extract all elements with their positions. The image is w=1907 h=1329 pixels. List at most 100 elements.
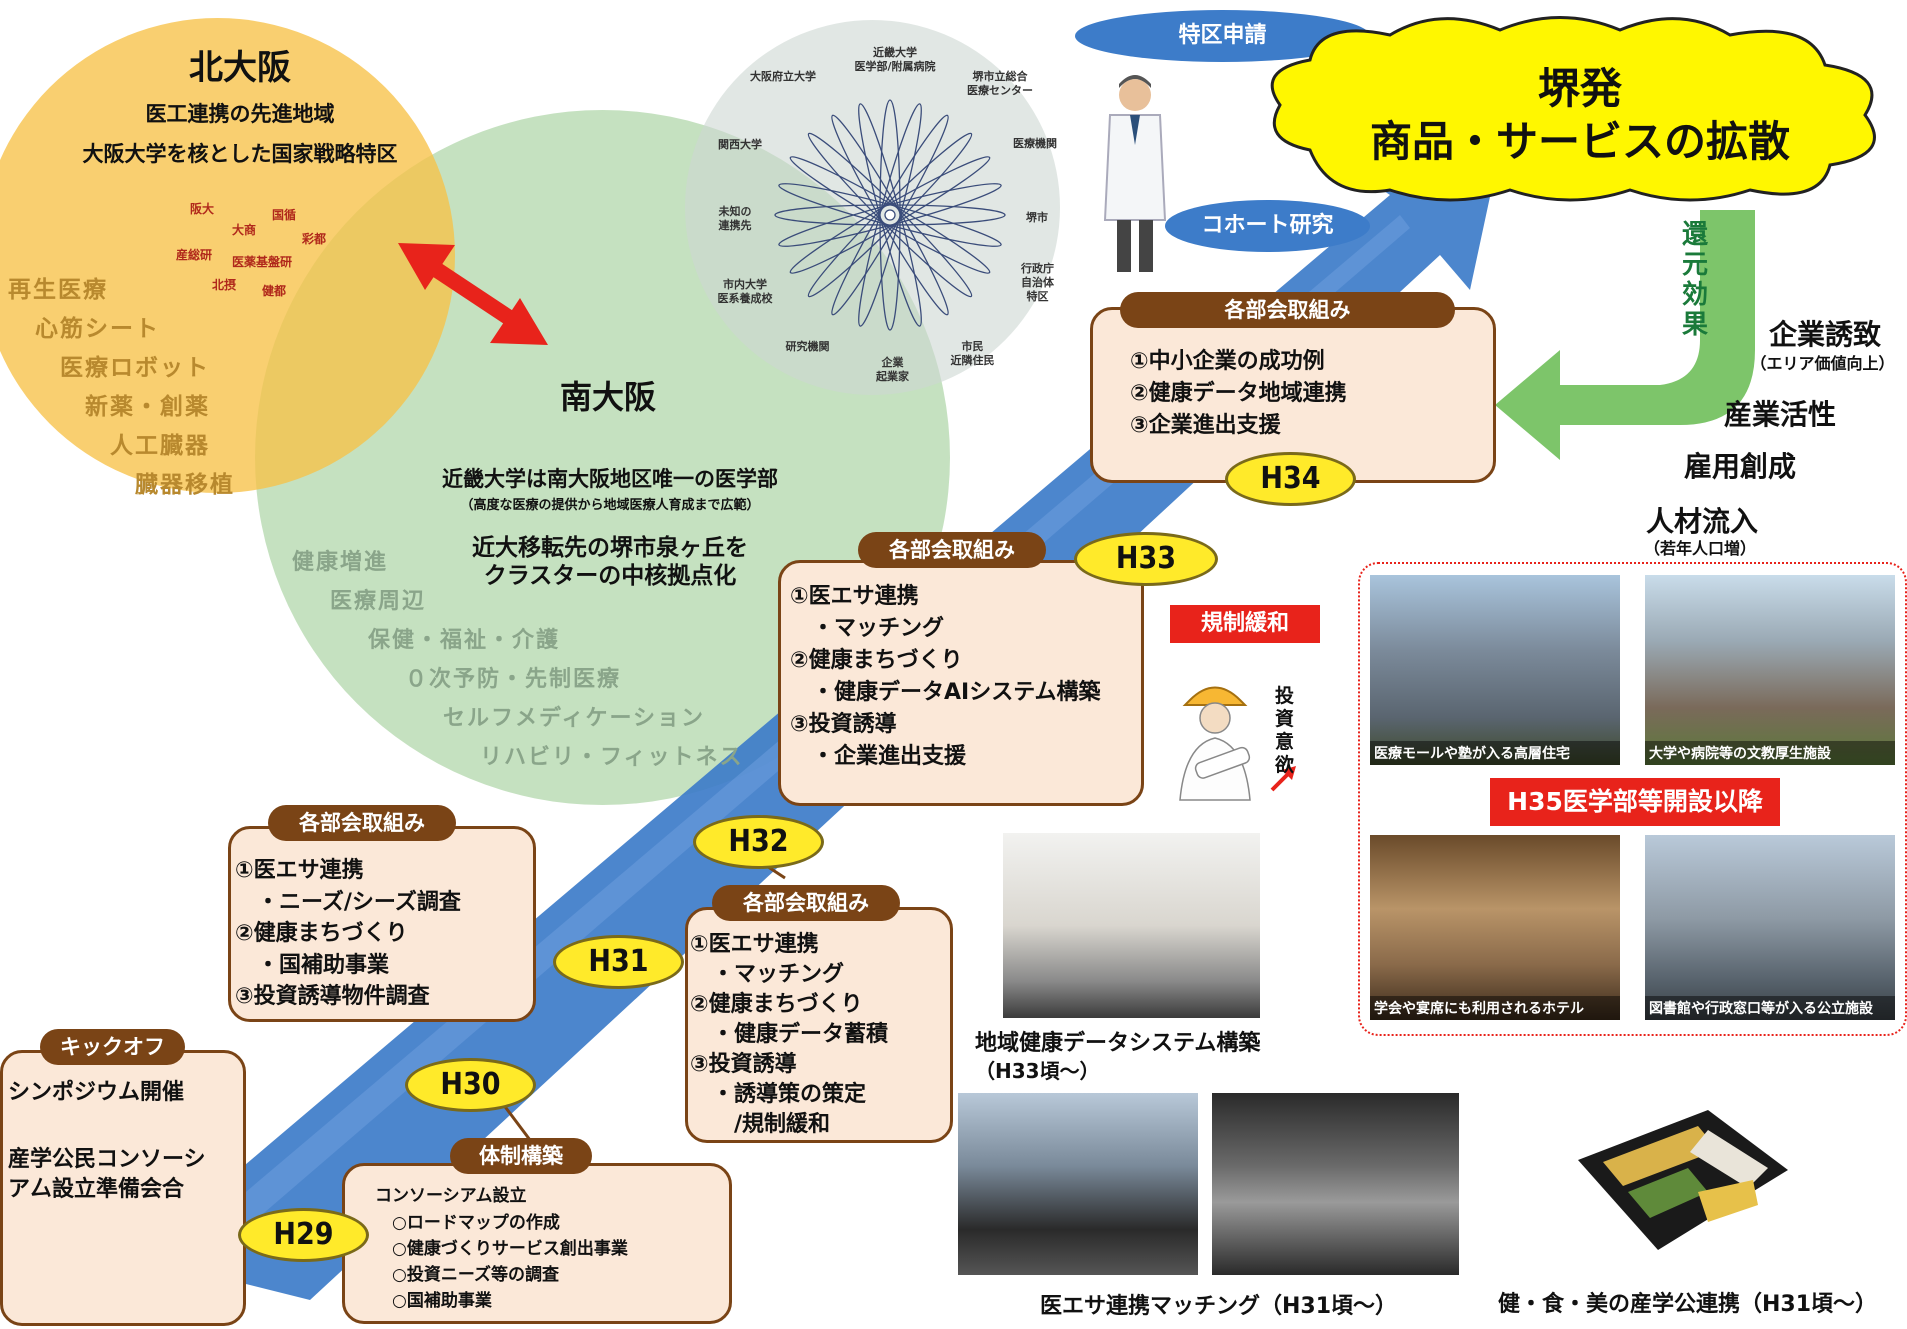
node-osaka-pref-univ: 大阪府立大学: [750, 70, 816, 83]
h32-box: [685, 907, 953, 1143]
south-field-2: 医療周辺: [330, 589, 427, 614]
red-double-arrow: [398, 243, 548, 345]
h34-line-1: ①中小企業の成功例: [1130, 349, 1325, 374]
south-field-3: 保健・福祉・介護: [368, 628, 561, 653]
effect-2-main: 産業活性: [1723, 398, 1836, 431]
h31-line-2: ・ニーズ/シーズ調査: [235, 890, 461, 915]
north-title: 北大阪: [189, 48, 291, 88]
network-circle: [685, 20, 1060, 395]
h32-line-4: ・健康データ蓄積: [690, 1022, 889, 1047]
org-hokusetsu: 北摂: [212, 278, 237, 292]
h34-line-2: ②健康データ地域連携: [1130, 381, 1347, 406]
north-osaka-circle: [0, 18, 455, 493]
h32-line-2: ・マッチング: [690, 962, 845, 987]
north-field-1: 再生医療: [8, 277, 108, 303]
taisei-line-4: ○投資ニーズ等の調査: [375, 1265, 559, 1285]
org-sansoken: 産総研: [176, 248, 213, 262]
h31-header: 各部会取組み: [268, 805, 456, 841]
effect-4-sub: （若年人口増）: [1643, 539, 1756, 558]
h31-box: [228, 826, 536, 1022]
taisei-line-1: コンソーシアム設立: [375, 1186, 527, 1206]
photo-hotel-caption: 学会や宴席にも利用されるホテル: [1370, 996, 1620, 1020]
node-citizens: 市民 近隣住民: [950, 340, 995, 367]
effect-3-main: 雇用創成: [1683, 450, 1796, 483]
photo-education: 大学や病院等の文教厚生施設: [1645, 575, 1895, 765]
h31-line-1: ①医エサ連携: [235, 858, 364, 883]
cloud-title: 堺発: [1537, 64, 1622, 113]
taisei-line-2: ○ロードマップの作成: [375, 1213, 560, 1233]
photo-smartdrip: [1003, 833, 1260, 1018]
year-h30: H30: [405, 1058, 536, 1112]
h34-header: 各部会取組み: [1120, 292, 1455, 328]
caption-health-data-sub: （H33頃～）: [975, 1059, 1100, 1083]
south-line1: 近畿大学は南大阪地区唯一の医学部: [442, 467, 778, 491]
kickoff-line-1: シンポジウム開催: [8, 1080, 185, 1105]
north-field-4: 新薬・創薬: [85, 394, 210, 420]
caption-food: 健・食・美の産学公連携（H31頃～）: [1498, 1292, 1878, 1317]
effect-4-main: 人材流入: [1645, 505, 1758, 538]
photo-highrise-caption: 医療モールや塾が入る高層住宅: [1370, 741, 1620, 765]
photo-device: [1212, 1093, 1459, 1275]
h32-header: 各部会取組み: [712, 885, 900, 921]
effect-1-sub: （エリア価値向上）: [1750, 354, 1895, 373]
kickoff-line-3: 産学公民コンソーシ: [8, 1147, 206, 1172]
year-h34: H34: [1225, 452, 1356, 506]
south-field-5: セルフメディケーション: [443, 706, 706, 731]
taisei-line-3: ○健康づくりサービス創出事業: [375, 1239, 628, 1259]
node-companies: 企業 起業家: [876, 356, 909, 383]
org-kokujun: 国循: [272, 208, 297, 222]
h31-line-3: ②健康まちづくり: [235, 921, 408, 946]
worker-icon: [1179, 686, 1251, 801]
kickoff-header: キックオフ: [40, 1029, 185, 1065]
south-field-4: ０次予防・先制医療: [405, 667, 622, 692]
h33-box: [778, 560, 1144, 806]
kickoff-line-4: ア厶設立準備会合: [8, 1177, 185, 1202]
h33-line-1: ①医エサ連携: [790, 584, 919, 609]
photo-hotel: 学会や宴席にも利用されるホテル: [1370, 835, 1620, 1020]
node-research: 研究機関: [785, 340, 830, 353]
south-field-1: 健康増進: [292, 550, 389, 575]
org-kento: 健都: [262, 284, 287, 298]
h33-line-2: ・マッチング: [790, 616, 945, 641]
org-handai: 阪大: [190, 202, 215, 216]
photo-public: 図書館や行政窓口等が入る公立施設: [1645, 835, 1895, 1020]
doctor-icon: [1103, 75, 1167, 272]
north-field-3: 医療ロボット: [60, 355, 210, 381]
north-line2: 大阪大学を核とした国家戦略特区: [82, 142, 398, 166]
south-line3: 近大移転先の堺市泉ヶ丘を: [472, 535, 748, 561]
caption-matching: 医エサ連携マッチング（H31頃～）: [1040, 1294, 1398, 1319]
return-arrow: [1495, 210, 1755, 460]
node-medical-institution: 医療機関: [1013, 137, 1057, 150]
h33-line-3: ②健康まちづくり: [790, 648, 963, 673]
north-line1: 医工連携の先進地域: [145, 102, 335, 126]
node-sakai-medical-center: 堺市立総合 医療センター: [967, 70, 1033, 97]
effect-1-main: 企業誘致: [1768, 318, 1881, 351]
photo-public-caption: 図書館や行政窓口等が入る公立施設: [1645, 996, 1895, 1020]
h32-line-6: ・誘導策の策定: [690, 1082, 867, 1107]
h32-line-7: /規制緩和: [690, 1112, 831, 1137]
h35-label: H35医学部等開設以降: [1490, 778, 1780, 826]
photo-exhibition: [958, 1093, 1198, 1275]
caption-health-data: 地域健康データシステム構築: [975, 1031, 1261, 1056]
node-kansai-univ: 関西大学: [718, 138, 762, 151]
cloud-subtitle: 商品・サービスの拡散: [1369, 117, 1790, 166]
photo-bento: [1558, 1100, 1798, 1270]
h31-line-4: ・国補助事業: [235, 953, 390, 978]
invest-label: 投資意欲: [1275, 685, 1295, 776]
h33-header: 各部会取組み: [858, 532, 1046, 568]
south-field-6: リハビリ・フィットネス: [480, 745, 744, 770]
bubble-cohort: コホート研究: [1165, 200, 1370, 252]
node-city-univ: 市内大学 医系養成校: [717, 278, 773, 305]
h31-line-5: ③投資誘導物件調査: [235, 984, 430, 1009]
north-field-2: 心筋シート: [35, 316, 160, 342]
node-unknown: 未知の 連携先: [718, 205, 752, 232]
year-h33: H33: [1074, 532, 1218, 586]
h34-line-3: ③企業進出支援: [1130, 413, 1281, 438]
h33-line-4: ・健康データAIシステム構築: [790, 680, 1101, 705]
south-title: 南大阪: [560, 378, 657, 416]
h35-frame: [1358, 562, 1907, 1036]
kickoff-box: [0, 1050, 246, 1326]
year-h32: H32: [693, 815, 824, 869]
h33-line-6: ・企業進出支援: [790, 744, 967, 769]
south-line4: クラスターの中核拠点化: [483, 563, 737, 589]
